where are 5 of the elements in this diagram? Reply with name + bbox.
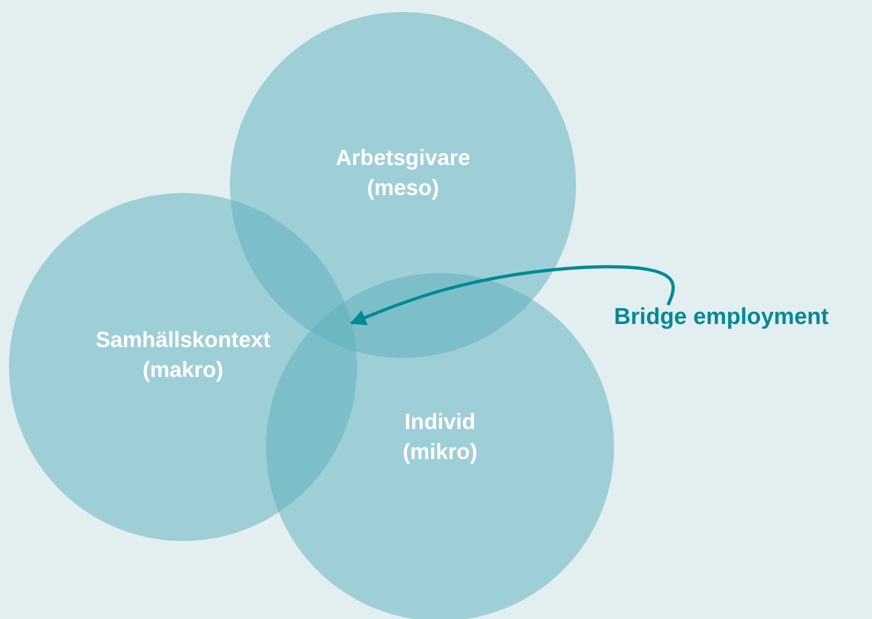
circle-label: Arbetsgivare (meso) bbox=[334, 144, 472, 202]
circle-label: Samhällskontext (makro) bbox=[94, 326, 272, 384]
callout-label: Bridge employment bbox=[614, 303, 829, 329]
leader-arrow bbox=[350, 265, 675, 326]
circle-label: Individ (mikro) bbox=[402, 408, 478, 466]
